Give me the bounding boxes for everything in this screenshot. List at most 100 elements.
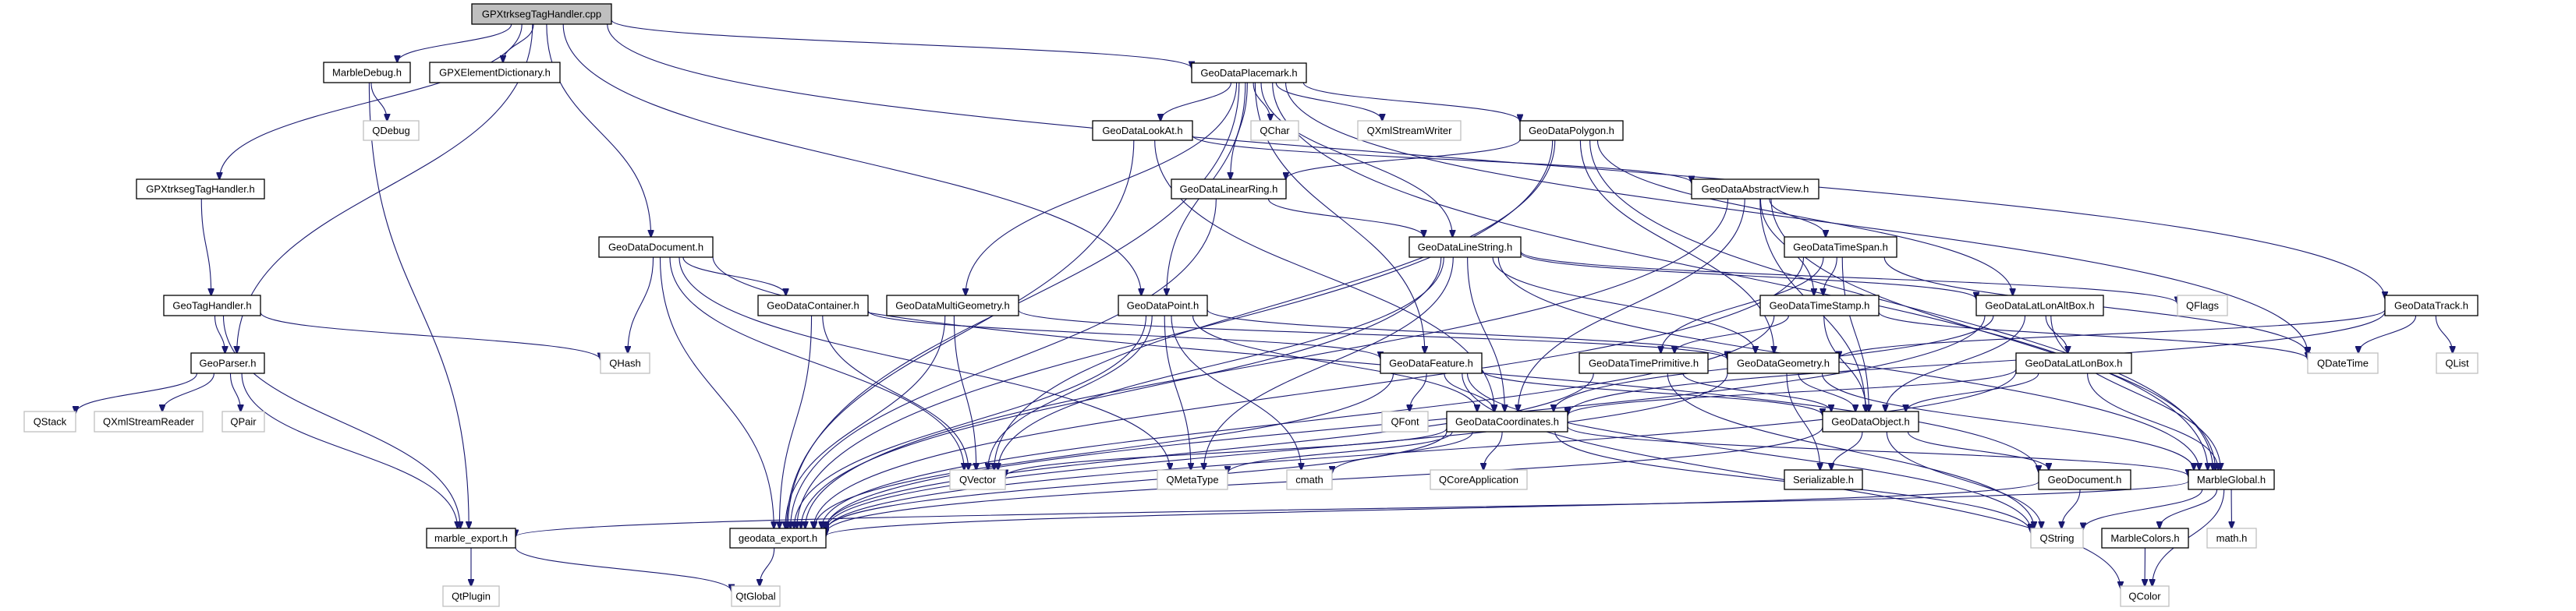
node-box: [1380, 352, 1483, 374]
edge-MarbleGlobal-to-marble_export: [516, 480, 2189, 536]
edge-GeoDataPoint-to-GeoDataCoordinates: [1192, 315, 1477, 411]
node-box: [2120, 585, 2170, 607]
node-box: [1975, 295, 2104, 316]
edge-GeoDataTrack-to-QDateTime: [2358, 315, 2417, 353]
node-label: Serializable.h: [1793, 474, 1854, 486]
node-box: [323, 62, 411, 83]
node-GeoDataPlacemark[interactable]: GeoDataPlacemark.h: [1191, 62, 1307, 83]
edge-GeoDataDocument-to-QMetaType: [679, 256, 1170, 470]
edge-GeoDataPolygon-to-GeoDataLinearRing: [1286, 139, 1521, 179]
edge-GeoDataFeature-to-QFont: [1409, 373, 1427, 411]
node-label: GeoTagHandler.h: [172, 300, 251, 312]
node-QCoreApplication: QCoreApplication: [1430, 469, 1528, 490]
edge-GeoDataTimeSpan-to-GeoDataTimeStamp: [1823, 256, 1837, 295]
edge-GeoDataTimePrimitive-to-QString: [1667, 373, 2034, 528]
node-GeoDataFeature[interactable]: GeoDataFeature.h: [1380, 352, 1483, 374]
node-MarbleGlobal[interactable]: MarbleGlobal.h: [2188, 469, 2275, 490]
edge-root-to-GeoDataTrack: [607, 23, 2385, 298]
node-box: [1446, 411, 1568, 433]
node-GeoDataGeometry[interactable]: GeoDataGeometry.h: [1727, 352, 1840, 374]
node-GeoDataLinearRing[interactable]: GeoDataLinearRing.h: [1171, 178, 1287, 200]
node-geodata_export[interactable]: geodata_export.h: [729, 528, 827, 549]
edge-GeoDataContainer-to-GeoDataFeature: [867, 310, 1380, 358]
node-GPXElementDictionary[interactable]: GPXElementDictionary.h: [429, 62, 561, 83]
node-MarbleColors[interactable]: MarbleColors.h: [2101, 528, 2189, 549]
node-box: [94, 411, 204, 433]
node-MarbleDebug[interactable]: MarbleDebug.h: [323, 62, 411, 83]
node-label: QHash: [609, 358, 640, 369]
edge-GeoDataPlacemark-to-GeoDataLookAt: [1160, 82, 1231, 121]
node-GeoDataCoordinates[interactable]: GeoDataCoordinates.h: [1446, 411, 1568, 433]
node-label: GeoDataAbstractView.h: [1702, 183, 1809, 195]
edge-GeoDataContainer-to-geodata_export: [779, 315, 813, 528]
node-Serializable[interactable]: Serializable.h: [1784, 469, 1863, 490]
node-box: [729, 528, 827, 549]
node-label: QXmlStreamWriter: [1367, 125, 1452, 136]
node-box: [757, 295, 869, 316]
edge-GeoDataTimeStamp-to-GeoDataTimePrimitive: [1674, 315, 1789, 353]
edge-GeoDataObject-to-GeoDocument: [1907, 431, 2049, 470]
edge-GeoDataAbstractView-to-GeoDataTimeSpan: [1769, 198, 1826, 237]
node-box: [163, 295, 261, 316]
node-label: GeoDataPolygon.h: [1529, 125, 1614, 136]
node-QMetaType: QMetaType: [1157, 469, 1228, 490]
node-GeoDataTimeSpan[interactable]: GeoDataTimeSpan.h: [1784, 236, 1897, 258]
node-QFont: QFont: [1381, 411, 1429, 433]
node-box: [1191, 62, 1307, 83]
node-label: QtGlobal: [735, 591, 775, 602]
node-GeoDataAbstractView[interactable]: GeoDataAbstractView.h: [1691, 178, 1819, 200]
node-GeoDataContainer[interactable]: GeoDataContainer.h: [757, 295, 869, 316]
edge-GeoDataLatLonBox-to-GeoDataCoordinates: [1568, 369, 2017, 415]
edge-GeoDataTimeSpan-to-GeoDataTimePrimitive: [1661, 256, 1824, 353]
node-label: GeoDataTimePrimitive.h: [1589, 358, 1699, 369]
node-GPXtrksegTagHandlerH[interactable]: GPXtrksegTagHandler.h: [136, 178, 265, 200]
node-GeoDataPoint[interactable]: GeoDataPoint.h: [1118, 295, 1208, 316]
node-label: MarbleGlobal.h: [2197, 474, 2266, 486]
edge-GeoDataPoint-to-QVector: [988, 315, 1153, 470]
node-mathh: math.h: [2206, 528, 2257, 549]
edge-GeoDataLineString-to-QFlags: [1520, 251, 2177, 304]
node-box: [1784, 469, 1863, 490]
edge-GeoDataCoordinates-to-MarbleGlobal: [1567, 426, 2188, 476]
node-label: GeoDataFeature.h: [1389, 358, 1473, 369]
node-label: GeoDataPlacemark.h: [1200, 67, 1297, 79]
node-GeoDataLookAt[interactable]: GeoDataLookAt.h: [1092, 120, 1193, 141]
node-GeoDataLatLonBox[interactable]: GeoDataLatLonBox.h: [2015, 352, 2132, 374]
node-GeoDataTimeStamp[interactable]: GeoDataTimeStamp.h: [1759, 295, 1880, 316]
node-QXmlStreamReader: QXmlStreamReader: [94, 411, 204, 433]
edge-GeoDataTimeStamp-to-GeoDataObject: [1823, 315, 1866, 411]
node-label: GeoDataTimeStamp.h: [1770, 300, 1870, 312]
node-root[interactable]: GPXtrksegTagHandler.cpp: [471, 3, 612, 25]
edge-GeoDataLineString-to-geodata_export: [801, 256, 1442, 528]
edge-GeoDataPlacemark-to-MarbleGlobal: [1272, 82, 2208, 470]
node-label: QColor: [2128, 591, 2161, 602]
node-GeoDataTimePrimitive[interactable]: GeoDataTimePrimitive.h: [1579, 352, 1709, 374]
node-GeoDataObject[interactable]: GeoDataObject.h: [1822, 411, 1919, 433]
node-label: marble_export.h: [434, 532, 508, 544]
node-GeoDataMultiGeometry[interactable]: GeoDataMultiGeometry.h: [886, 295, 1019, 316]
node-box: [1727, 352, 1840, 374]
node-GeoDataLineString[interactable]: GeoDataLineString.h: [1408, 236, 1522, 258]
node-label: QChar: [1260, 125, 1290, 136]
node-GeoDataTrack[interactable]: GeoDataTrack.h: [2384, 295, 2479, 316]
edge-MarbleDebug-to-marble_export: [368, 82, 469, 528]
node-box: [426, 528, 516, 549]
node-label: QPair: [230, 416, 257, 428]
node-marble_export[interactable]: marble_export.h: [426, 528, 516, 549]
node-GeoDataPolygon[interactable]: GeoDataPolygon.h: [1519, 120, 1624, 141]
node-GeoDocument[interactable]: GeoDocument.h: [2038, 469, 2131, 490]
node-GeoDataLatLonAltBox[interactable]: GeoDataLatLonAltBox.h: [1975, 295, 2104, 316]
edge-GeoDataLineString-to-GeoDataGeometry: [1492, 256, 1756, 353]
node-GeoDataDocument[interactable]: GeoDataDocument.h: [598, 236, 714, 258]
edge-GeoDataLineString-to-GeoDataLatLonAltBox: [1520, 252, 1976, 298]
edge-root-to-GeoDataPlacemark: [611, 19, 1192, 68]
edge-GeoDataFeature-to-QString: [1466, 373, 2031, 531]
edge-GeoDataLineString-to-QVector: [998, 256, 1444, 470]
edge-root-to-GeoDataDocument: [546, 23, 651, 237]
edge-GeoDataTimeSpan-to-GeoDataObject: [1841, 256, 1869, 411]
edge-GeoDataLinearRing-to-geodata_export: [791, 198, 1217, 528]
node-GeoTagHandler[interactable]: GeoTagHandler.h: [163, 295, 261, 316]
node-GeoParser[interactable]: GeoParser.h: [190, 352, 265, 374]
node-label: MarbleColors.h: [2110, 532, 2179, 544]
